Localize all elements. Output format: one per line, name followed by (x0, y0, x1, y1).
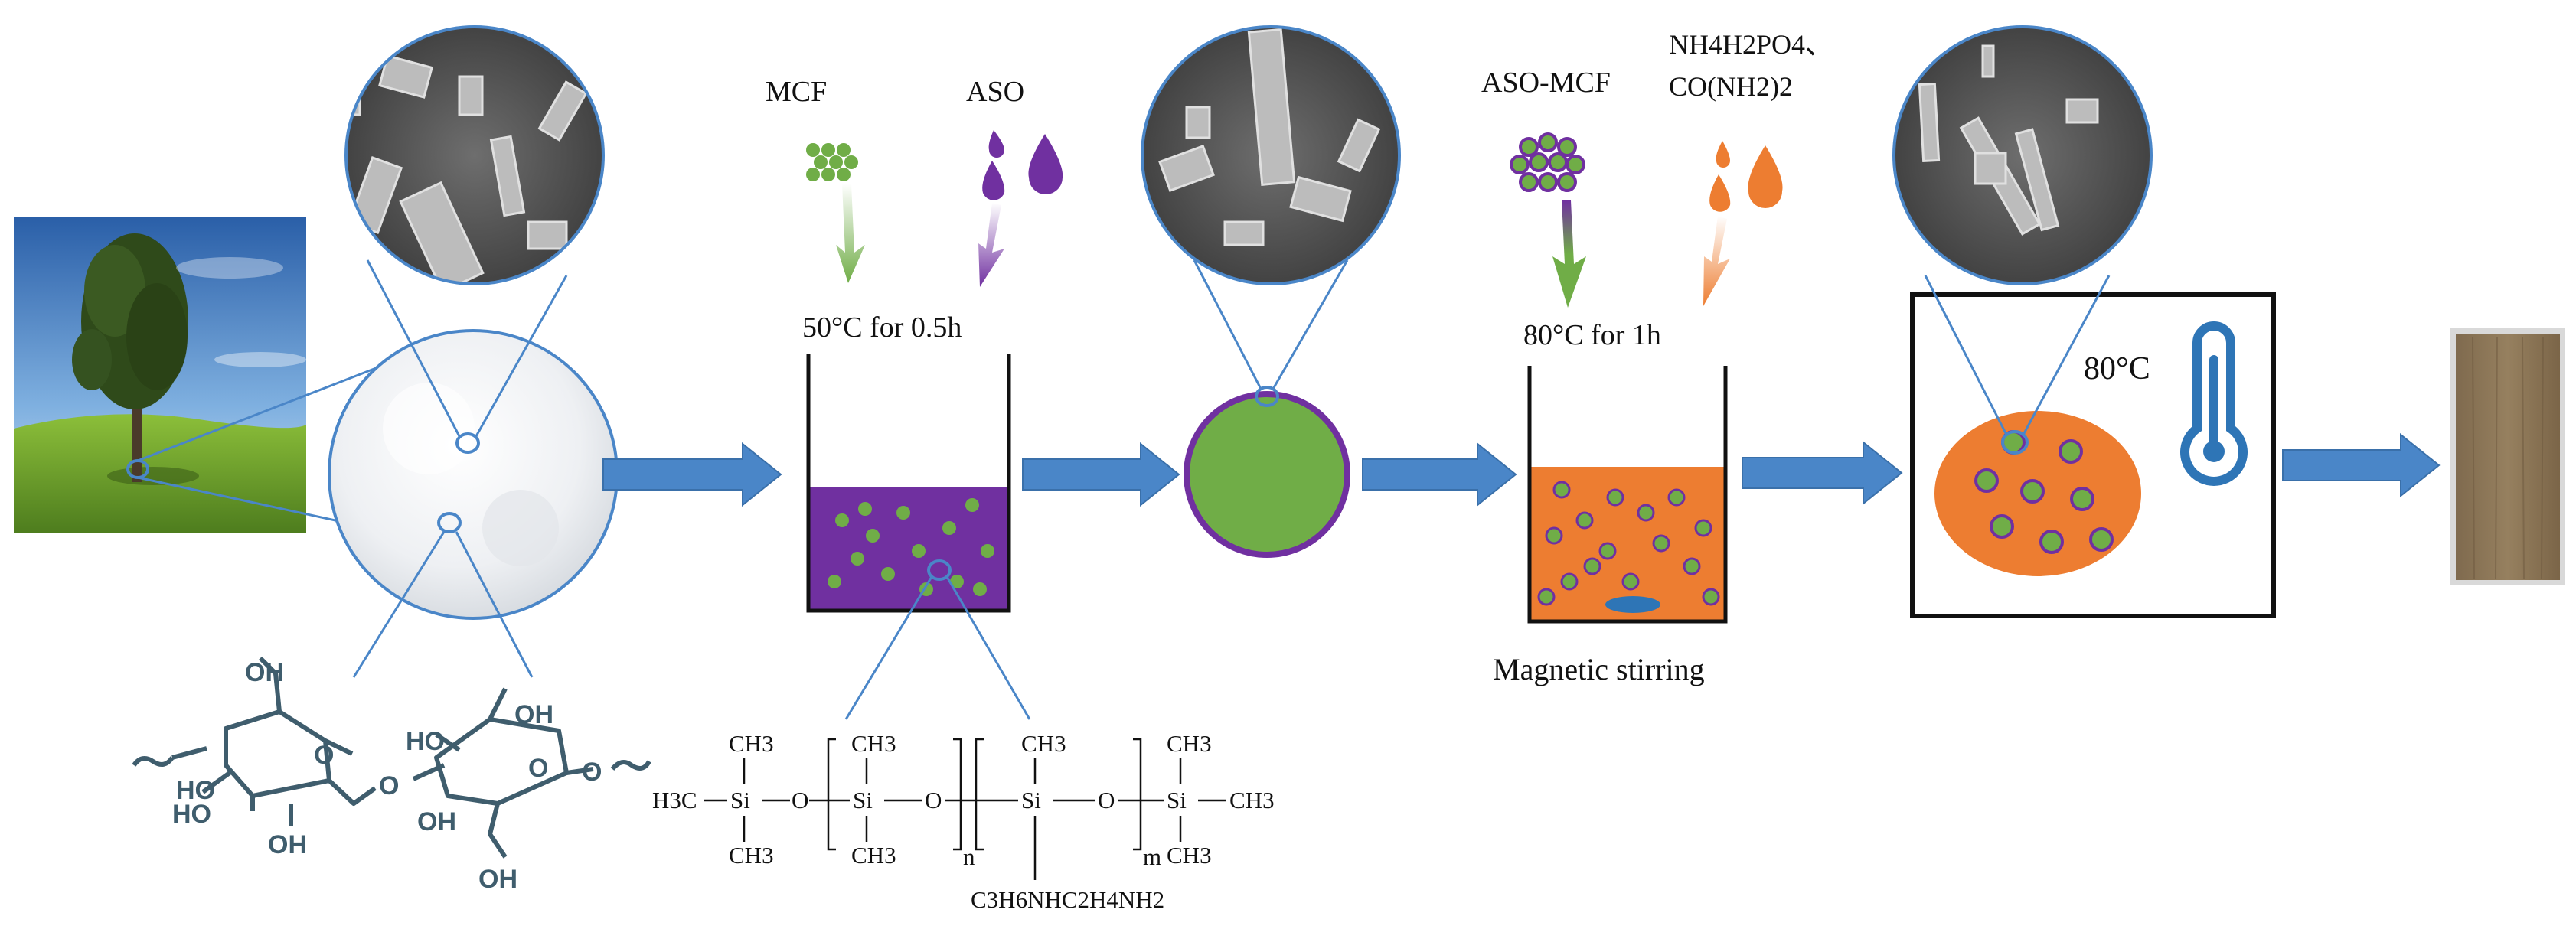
reagent-down-arrow (1703, 216, 1730, 306)
tree-photo (14, 217, 306, 533)
process-arrow-3 (1362, 442, 1517, 507)
reagent-droplet-large-icon (1748, 145, 1783, 208)
siloxane-ch3-3-top: CH3 (1021, 730, 1066, 757)
reagent-line-1: NH4H2PO4、 (1669, 29, 1833, 60)
siloxane-ch3-4-right: CH3 (1229, 787, 1275, 813)
cellulose-powder (328, 329, 619, 620)
siloxane-subscript-n: n (963, 843, 975, 870)
siloxane-si-2: Si (853, 787, 873, 813)
aso-droplet-mid-icon (982, 161, 1005, 200)
cellulose-oh-right-2: OH (417, 807, 456, 836)
process-arrow-5 (2282, 432, 2441, 498)
siloxane-si-4: Si (1167, 787, 1187, 813)
cellulose-o-bridge: O (379, 771, 399, 800)
beaker-aso-mcf (806, 354, 1011, 613)
process-arrow-2 (1022, 442, 1180, 507)
cellulose-ho-right: HO (406, 727, 445, 756)
reagent-droplet-mid-icon (1709, 174, 1731, 212)
beaker-reaction (1527, 366, 1728, 624)
siloxane-o-2: O (925, 787, 942, 813)
aso-mcf-label: ASO-MCF (1481, 67, 1611, 99)
aso-mcf-down-arrow (1552, 200, 1586, 308)
aso-droplet-large-icon (1028, 134, 1063, 194)
wood-sample-photo (2450, 328, 2565, 585)
curing-temperature: 80°C (2084, 351, 2150, 386)
cellulose-oh-bottom-right: OH (478, 865, 517, 894)
aso-label: ASO (966, 76, 1024, 108)
process-arrow-1 (602, 442, 782, 507)
cellulose-structure (132, 656, 651, 859)
cellulose-ho-left-1: HO (176, 776, 215, 805)
aso-mcf-particles-icon (1510, 132, 1585, 192)
reagent-line-2: CO(NH2)2 (1669, 71, 1793, 102)
step2-condition: 80°C for 1h (1523, 319, 1661, 351)
siloxane-si-3: Si (1021, 787, 1041, 813)
siloxane-ch3-1-top: CH3 (729, 730, 774, 757)
siloxane-ch3-4-top: CH3 (1167, 730, 1212, 757)
siloxane-ch3-1-bottom: CH3 (729, 842, 774, 869)
particle-zoom-marker (1255, 386, 1279, 407)
powder-zoom-marker-top (455, 432, 480, 454)
cellulose-o-tail: O (582, 758, 602, 787)
stir-bar (1605, 596, 1660, 613)
curing-zoom-marker (2001, 430, 2029, 455)
cellulose-oh-bottom-left: OH (268, 830, 307, 859)
cellulose-ho-left-2: HO (172, 800, 211, 829)
cellulose-oh-top-left: OH (245, 658, 284, 687)
aso-mcf-particle (1184, 391, 1350, 558)
siloxane-o-3: O (1098, 787, 1115, 813)
siloxane-subscript-m: m (1143, 843, 1161, 870)
aso-down-arrow (978, 203, 1004, 287)
sem-micrograph-cellulose (344, 25, 605, 285)
beaker-zoom-marker (927, 559, 952, 581)
siloxane-h3c: H3C (652, 787, 697, 813)
siloxane-side-chain: C3H6NHC2H4NH2 (971, 886, 1164, 913)
siloxane-o-1: O (792, 787, 808, 813)
mcf-particles-icon (806, 143, 858, 181)
siloxane-structure (704, 738, 1226, 880)
powder-zoom-marker-bottom (437, 512, 462, 533)
cellulose-o-ring-left: O (314, 741, 334, 770)
step1-condition: 50°C for 0.5h (802, 311, 962, 344)
siloxane-ch3-2-bottom: CH3 (851, 842, 896, 869)
sem-micrograph-aso-mcf (1141, 25, 1401, 285)
cellulose-oh-top-right: OH (514, 700, 553, 729)
mcf-label: MCF (766, 76, 827, 108)
siloxane-ch3-2-top: CH3 (851, 730, 896, 757)
mcf-down-arrow (836, 184, 865, 283)
siloxane-ch3-4-bottom: CH3 (1167, 842, 1212, 869)
cellulose-o-ring-right: O (528, 754, 548, 783)
siloxane-si-1: Si (730, 787, 750, 813)
thermometer-icon (2180, 321, 2248, 486)
magnetic-stirring-label: Magnetic stirring (1493, 652, 1705, 686)
reagent-droplet-small-icon (1716, 141, 1730, 168)
sem-micrograph-cured (1892, 25, 2153, 285)
process-arrow-4 (1742, 440, 1903, 506)
aso-droplet-small-icon (988, 130, 1004, 158)
